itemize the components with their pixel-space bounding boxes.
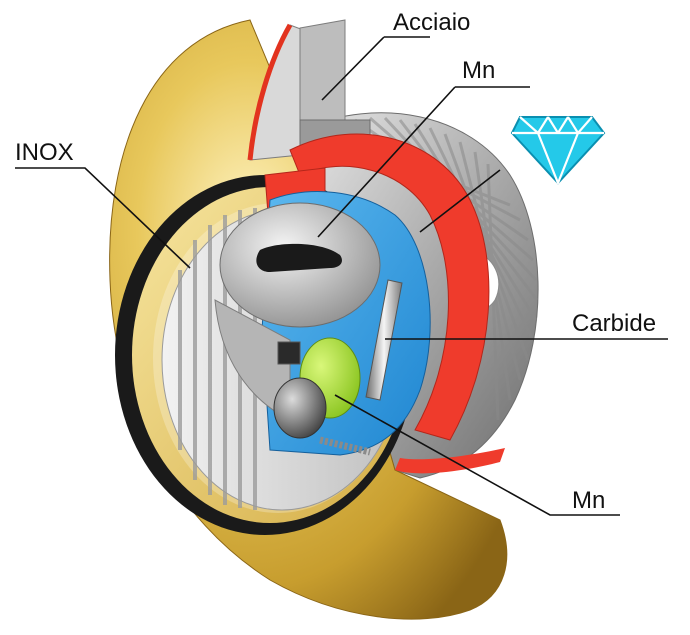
label-acciaio: Acciaio [393, 9, 470, 36]
diamond-icon [512, 117, 604, 183]
label-inox: INOX [15, 139, 74, 166]
label-mn-top: Mn [462, 57, 495, 84]
label-mn-bottom: Mn [572, 487, 605, 514]
label-carbide: Carbide [572, 310, 656, 337]
